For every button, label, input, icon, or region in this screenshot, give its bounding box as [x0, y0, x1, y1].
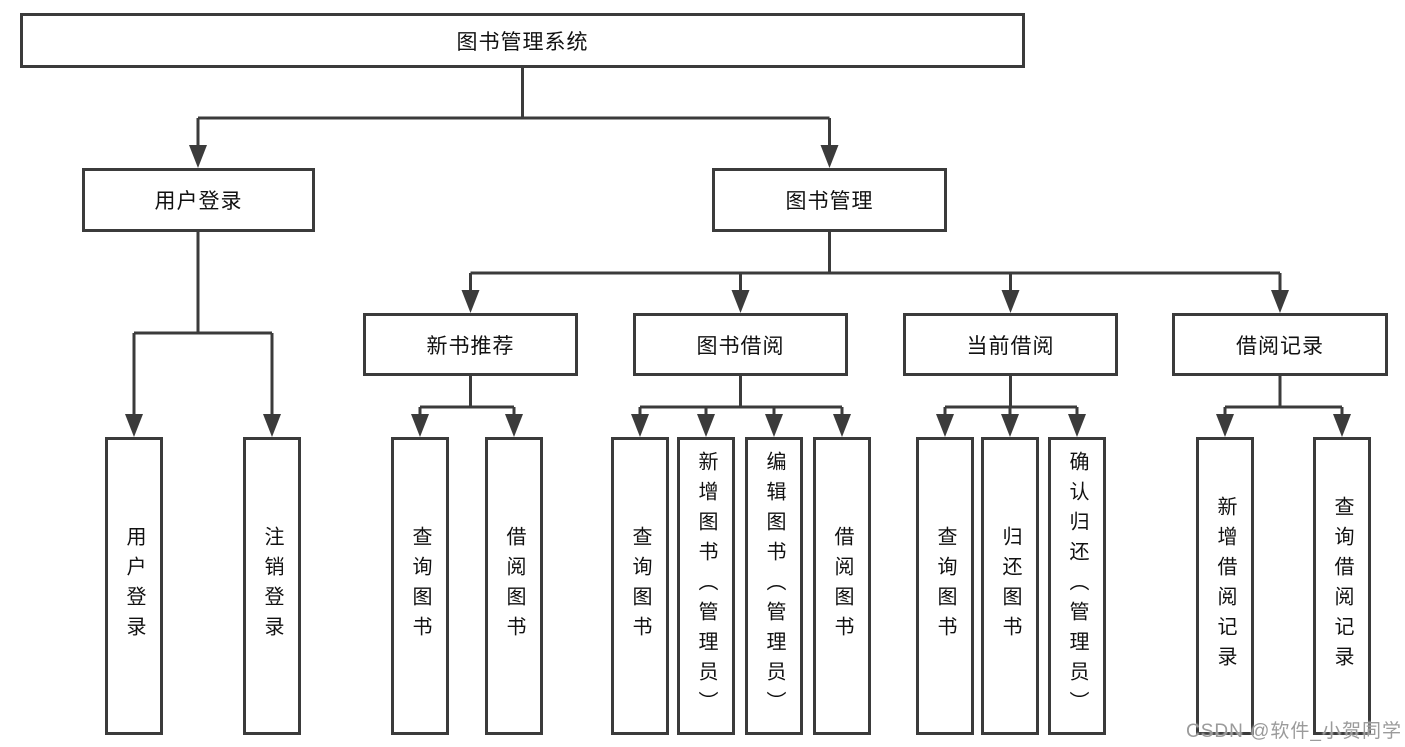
node-label: 图书借阅	[696, 334, 785, 358]
node-label: 注销登录	[261, 526, 283, 646]
node-label: 图书管理系统	[456, 30, 589, 54]
leaf-confirm-return-admin: 确认归还（管理员）	[1048, 437, 1106, 735]
node-book-management: 图书管理	[712, 168, 947, 232]
node-label: 用户登录	[154, 190, 243, 213]
node-user-login: 用户登录	[82, 168, 315, 232]
leaf-query-borrow-record: 查询借阅记录	[1313, 437, 1371, 735]
csdn-watermark: CSDN @软件_小贺同学	[1186, 721, 1402, 742]
leaf-return-books: 归还图书	[981, 437, 1039, 735]
node-label: 借阅图书	[503, 526, 525, 646]
leaf-borrow-books-recommend: 借阅图书	[485, 437, 543, 735]
leaf-borrow-books: 借阅图书	[813, 437, 871, 735]
node-label: 查询图书	[629, 526, 651, 646]
leaf-add-books-admin: 新增图书（管理员）	[677, 437, 735, 735]
leaf-user-login: 用户登录	[105, 437, 163, 735]
node-label: 确认归还（管理员）	[1066, 451, 1088, 721]
leaf-query-books-borrow: 查询图书	[611, 437, 669, 735]
node-label: 归还图书	[999, 526, 1021, 646]
node-library-management-system: 图书管理系统	[20, 13, 1025, 68]
node-label: 当前借阅	[966, 334, 1055, 358]
node-label: 新书推荐	[426, 334, 515, 358]
node-label: 编辑图书（管理员）	[763, 451, 785, 721]
leaf-logout: 注销登录	[243, 437, 301, 735]
node-borrowing-records: 借阅记录	[1172, 313, 1388, 376]
node-label: 查询借阅记录	[1331, 496, 1353, 676]
node-label: 图书管理	[785, 190, 874, 213]
node-label: 查询图书	[934, 526, 956, 646]
node-label: 用户登录	[123, 526, 145, 646]
node-book-borrowing: 图书借阅	[633, 313, 848, 376]
node-current-borrowing: 当前借阅	[903, 313, 1118, 376]
leaf-add-borrow-record: 新增借阅记录	[1196, 437, 1254, 735]
node-label: 查询图书	[409, 526, 431, 646]
node-label: 借阅图书	[831, 526, 853, 646]
node-label: 新增借阅记录	[1214, 496, 1236, 676]
leaf-edit-books-admin: 编辑图书（管理员）	[745, 437, 803, 735]
leaf-query-books-recommend: 查询图书	[391, 437, 449, 735]
node-new-book-recommend: 新书推荐	[363, 313, 578, 376]
node-label: 新增图书（管理员）	[695, 451, 717, 721]
node-label: 借阅记录	[1236, 334, 1324, 358]
leaf-query-books-current: 查询图书	[916, 437, 974, 735]
